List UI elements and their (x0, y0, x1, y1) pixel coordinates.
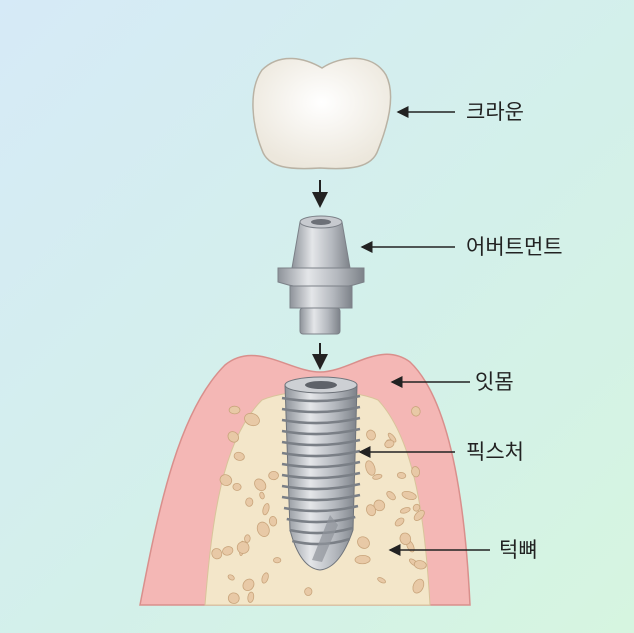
crown-illustration (252, 57, 392, 170)
abutment-label: 어버트먼트 (466, 235, 563, 259)
abutment-illustration (277, 215, 365, 335)
gum-label: 잇몸 (475, 370, 514, 394)
bone-pores (211, 405, 427, 604)
fixture-illustration (281, 376, 361, 571)
jawbone-label: 턱뼈 (499, 538, 538, 562)
fixture-label: 픽스처 (466, 440, 524, 464)
crown-label: 크라운 (466, 100, 524, 124)
